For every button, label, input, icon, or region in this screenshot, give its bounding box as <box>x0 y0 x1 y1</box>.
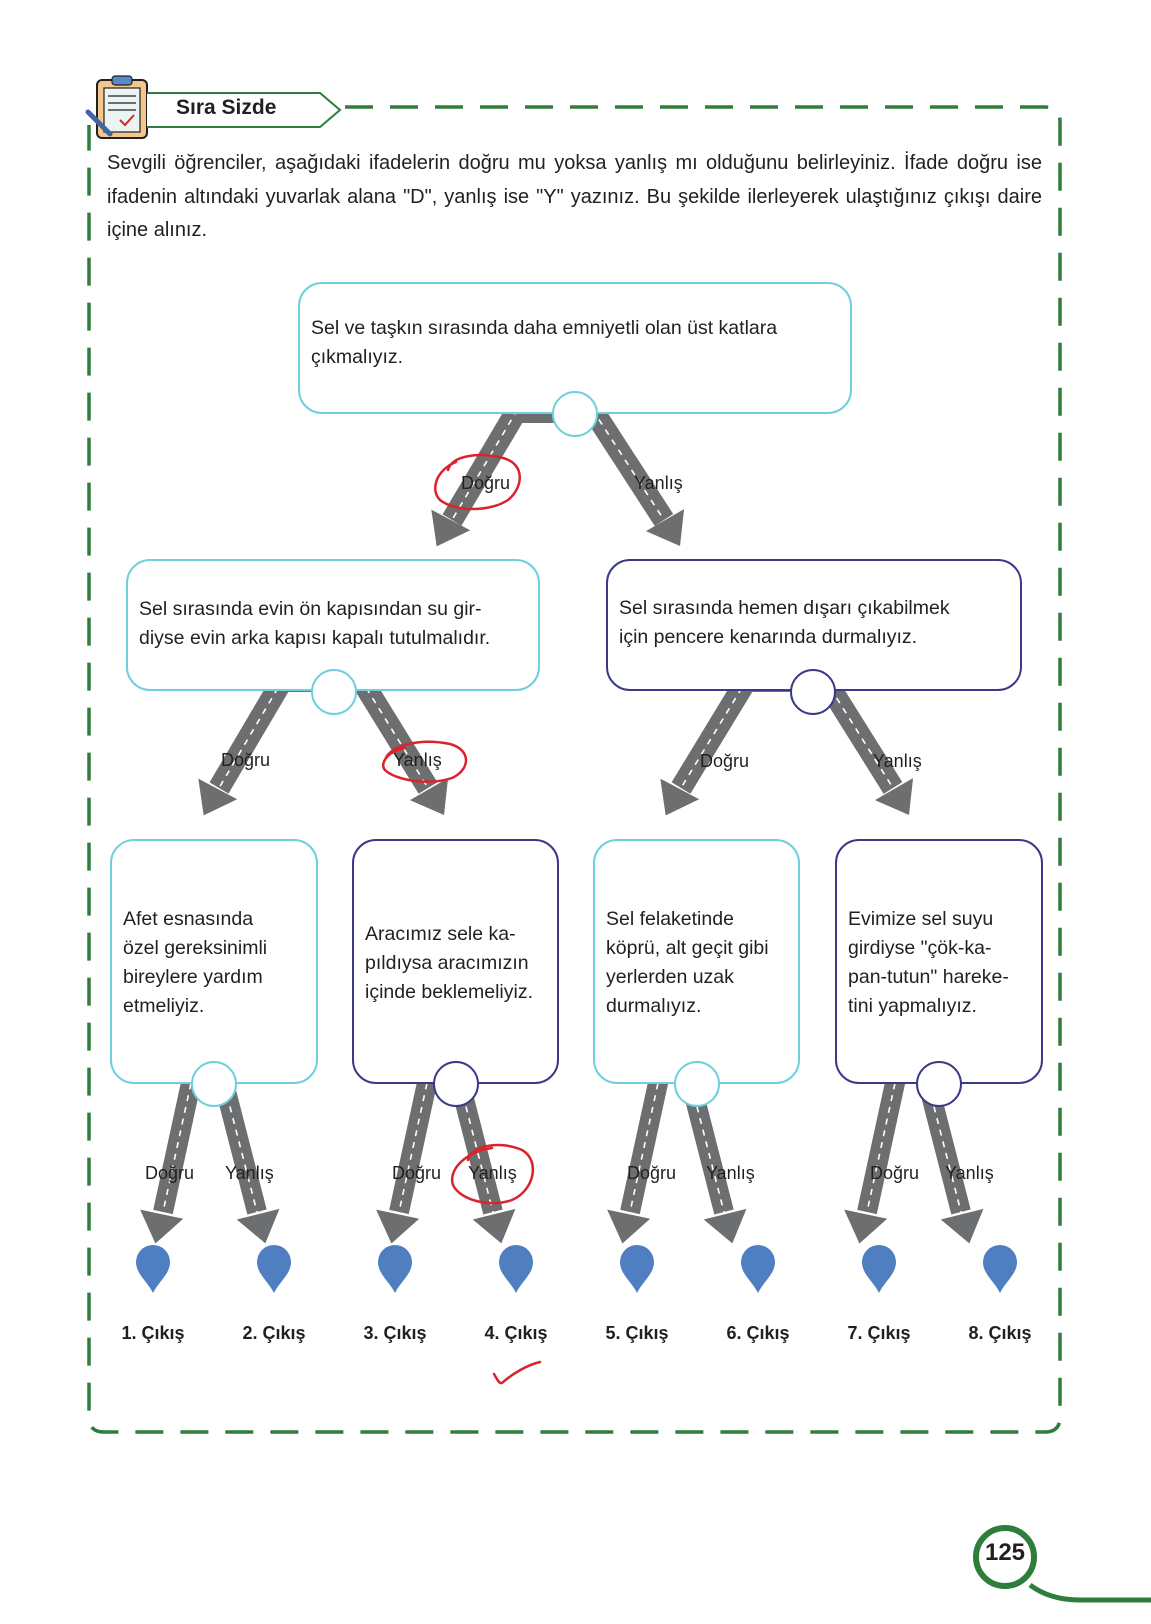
pin-icon <box>620 1245 654 1293</box>
section-title: Sıra Sizde <box>176 96 277 119</box>
statement-line: durmalıyız. <box>606 995 702 1017</box>
pin-icon <box>378 1245 412 1293</box>
label-true: Doğru <box>145 1163 195 1183</box>
statement-line: etmeliyiz. <box>123 995 205 1017</box>
instructions-text: Sevgili öğrenciler, aşağıdaki ifadelerin… <box>107 152 1042 241</box>
label-true: Doğru <box>221 750 271 770</box>
label-true: Doğru <box>700 751 750 771</box>
statement-box-right: Sel sırasında hemen dışarı çıkabilmek iç… <box>606 559 1022 691</box>
label-false: Yanlış <box>873 751 922 771</box>
label-false: Yanlış <box>634 473 683 493</box>
statement-box-left: Sel sırasında evin ön kapısından su gir-… <box>126 559 540 691</box>
page-number: 125 <box>984 1539 1026 1566</box>
exit-label-5[interactable]: 5. Çıkış <box>605 1323 669 1343</box>
statement-line: içinde beklemeliyiz. <box>365 981 533 1003</box>
label-false: Yanlış <box>945 1163 994 1183</box>
statement-line: Sel sırasında evin ön kapısından su gir- <box>139 598 482 620</box>
statement-box-leaf-2: Aracımız sele ka- pıldıysa aracımızın iç… <box>352 839 559 1084</box>
pin-icon <box>862 1245 896 1293</box>
statement-line: yerlerden uzak <box>606 966 734 988</box>
label-true: Doğru <box>627 1163 677 1183</box>
label-false: Yanlış <box>468 1163 517 1183</box>
statement-line: Sel sırasında hemen dışarı çıkabilmek <box>619 597 950 619</box>
road-network <box>153 401 971 1215</box>
statement-box-leaf-3: Sel felaketinde köprü, alt geçit gibi ye… <box>593 839 800 1084</box>
label-false: Yanlış <box>706 1163 755 1183</box>
label-true: Doğru <box>392 1163 442 1183</box>
label-true: Doğru <box>461 473 511 493</box>
statement-line: Evimize sel suyu <box>848 908 994 930</box>
statement-line: bireylere yardım <box>123 966 263 988</box>
clipboard-icon <box>85 75 148 139</box>
exit-label-3[interactable]: 3. Çıkış <box>363 1323 427 1343</box>
statement-line: tini yapmalıyız. <box>848 995 977 1017</box>
exit-label-1[interactable]: 1. Çıkış <box>121 1323 185 1343</box>
statement-line: pan-tutun" hareke- <box>848 966 1009 988</box>
page-number-tab <box>973 1525 1151 1603</box>
pin-icon <box>499 1245 533 1293</box>
title-tab <box>147 92 342 128</box>
exit-label-6[interactable]: 6. Çıkış <box>726 1323 790 1343</box>
exit-label-4[interactable]: 4. Çıkış <box>484 1323 548 1343</box>
pin-icon <box>136 1245 170 1293</box>
dashed-frame <box>87 105 1062 1434</box>
label-true: Doğru <box>870 1163 920 1183</box>
exit-label-8[interactable]: 8. Çıkış <box>968 1323 1032 1343</box>
exit-label-7[interactable]: 7. Çıkış <box>847 1323 911 1343</box>
statement-line: özel gereksinimli <box>123 937 268 959</box>
statement-box-leaf-4: Evimize sel suyu girdiyse "çök-ka- pan-t… <box>835 839 1043 1084</box>
statement-line: için pencere kenarında durmalıyız. <box>619 626 918 648</box>
pin-icon <box>741 1245 775 1293</box>
statement-box-root: Sel ve taşkın sırasında daha emniyetli o… <box>298 282 852 414</box>
statement-line: köprü, alt geçit gibi <box>606 937 769 959</box>
statement-line: diyse evin arka kapısı kapalı tutulmalıd… <box>139 627 491 649</box>
statement-line: Aracımız sele ka- <box>365 923 516 945</box>
statement-line: pıldıysa aracımızın <box>365 952 529 974</box>
statement-line: Sel ve taşkın sırasında daha emniyetli o… <box>311 317 778 339</box>
pin-icon <box>983 1245 1017 1293</box>
statement-line: Afet esnasında <box>123 908 254 930</box>
location-pins <box>136 1245 1017 1293</box>
statement-line: girdiyse "çök-ka- <box>848 937 992 959</box>
statement-line: çıkmalıyız. <box>311 346 404 368</box>
statement-line: Sel felaketinde <box>606 908 734 930</box>
label-false: Yanlış <box>393 750 442 770</box>
label-false: Yanlış <box>225 1163 274 1183</box>
pin-icon <box>257 1245 291 1293</box>
statement-box-leaf-1: Afet esnasında özel gereksinimli bireyle… <box>110 839 318 1084</box>
exit-label-2[interactable]: 2. Çıkış <box>242 1323 306 1343</box>
